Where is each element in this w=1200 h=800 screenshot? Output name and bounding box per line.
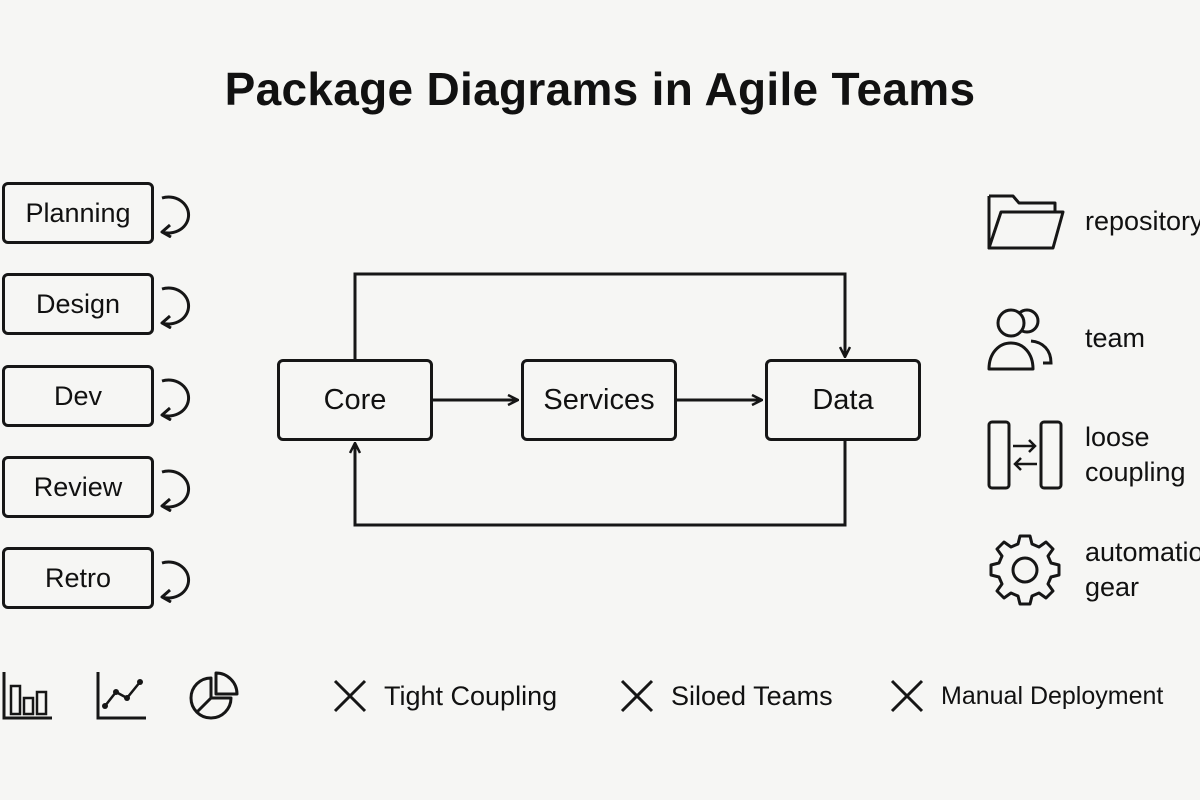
arrow-core-to-data-top [353,272,845,359]
diagram-title: Package Diagrams in Agile Teams [224,63,976,115]
legend-label: team [1085,322,1146,353]
stage-retro: Retro [0,547,190,611]
gear-icon [985,534,1069,606]
stage-label: Dev [2,365,154,427]
arrow-data-to-core-bottom [355,441,847,527]
cycle-arrow-icon [160,378,190,421]
legend-team: team [985,303,1145,373]
legend-automation-gear: automation gear [985,534,1200,606]
coupling-icon [985,420,1069,490]
package-data: Data [765,359,921,441]
cross-icon [620,679,654,713]
stage-label: Design [2,273,154,335]
cycle-arrow-icon [160,195,190,238]
stage-design: Design [0,273,190,337]
cross-icon [890,679,924,713]
stage-label: Review [2,456,154,518]
package-services: Services [521,359,677,441]
anti-pattern-manual-deployment: Manual Deployment [887,676,1163,716]
bar-chart-icon [2,672,52,720]
folder-icon [985,186,1069,256]
cross-icon [333,679,367,713]
pie-chart-icon [189,671,239,720]
cycle-arrow-icon [160,469,190,512]
anti-pattern-label: Siloed Teams [671,680,833,711]
team-icon [985,303,1069,373]
stage-label: Retro [2,547,154,609]
stage-planning: Planning [0,182,190,246]
legend-label: repository [1085,205,1200,236]
anti-pattern-label: Manual Deployment [941,681,1164,710]
stage-review: Review [0,456,190,520]
legend-loose-coupling: loose coupling [985,420,1200,490]
legend-repository: repository [985,186,1200,256]
stage-label: Planning [2,182,154,244]
cycle-arrow-icon [160,286,190,329]
legend-label: loose coupling [1085,422,1186,487]
legend-label: automation gear [1085,537,1200,602]
package-core: Core [277,359,433,441]
anti-pattern-tight-coupling: Tight Coupling [330,676,557,716]
cycle-arrow-icon [160,560,190,603]
line-chart-icon [96,672,146,720]
stage-dev: Dev [0,365,190,429]
anti-pattern-label: Tight Coupling [384,680,558,711]
anti-pattern-siloed-teams: Siloed Teams [617,676,833,716]
